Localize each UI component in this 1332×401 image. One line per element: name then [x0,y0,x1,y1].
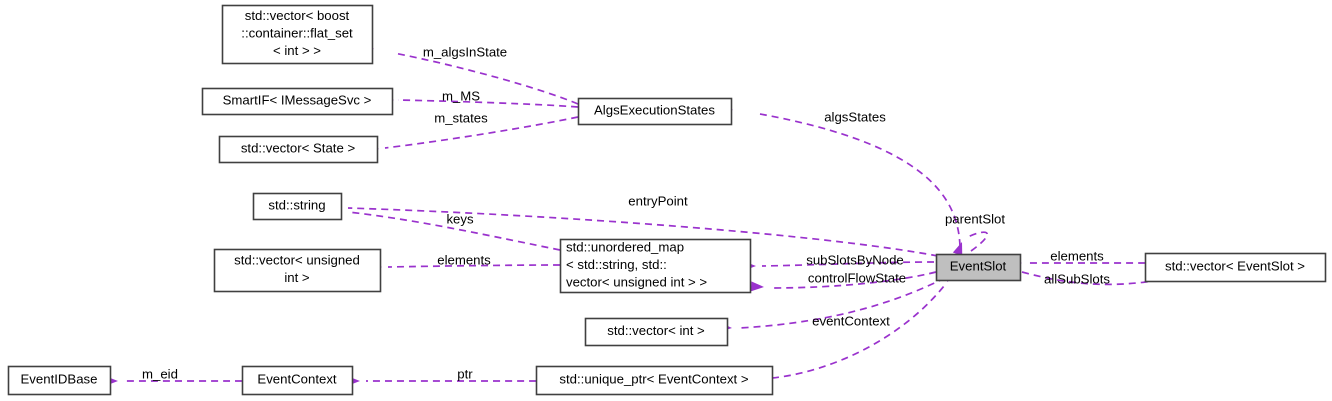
node-box[interactable] [201,87,394,116]
node-label-line: std::unordered_map [566,239,684,254]
node-box[interactable] [221,4,374,65]
node-event_id_base[interactable]: EventIDBase [7,365,112,396]
edge-line [397,99,579,108]
edge-label-m_MS: m_MS [442,88,480,103]
node-label-line: std::vector< int > [607,323,705,338]
edge-line [759,113,961,247]
edge-label-keys: keys [446,211,474,226]
node-box[interactable] [584,317,729,347]
edge-line [965,231,988,252]
node-label-line: std::vector< boost [245,8,350,23]
node-label-line: std::vector< State > [241,140,356,155]
edge-ptr [347,376,536,386]
edge-line [1021,271,1161,286]
edge-line [771,285,945,379]
edge-label-entryPoint: entryPoint [628,193,688,208]
edge-line [387,264,561,268]
edge-line [761,261,935,267]
edge-label-algsStates: algsStates [824,109,886,124]
edge-label-elements_left: elements [437,252,491,267]
node-algs_execution_states[interactable]: AlgsExecutionStates [577,97,733,126]
node-label-line: < int > > [273,43,321,58]
edge-label-elements_right: elements [1050,248,1104,263]
edge-label-m_eid: m_eid [142,366,178,381]
node-vector_int[interactable]: std::vector< int > [584,317,729,347]
node-label-line: ::container::flat_set [241,25,353,40]
node-event_context[interactable]: EventContext [241,365,354,396]
node-label-line: AlgsExecutionStates [594,102,715,117]
edge-label-m_algsInState: m_algsInState [423,44,507,59]
node-event_slot[interactable]: EventSlot [935,253,1022,282]
node-box[interactable] [213,248,382,293]
edge-line [393,52,579,105]
arrowhead-icon [952,242,963,256]
node-label-line: EventContext [257,371,337,386]
node-label-line: std::vector< unsigned [234,253,360,268]
node-box[interactable] [935,253,1022,282]
node-label-line: SmartIF< IMessageSvc > [223,92,372,107]
node-label-line: std::vector< EventSlot > [1165,258,1305,273]
node-smartif_imessagesvc[interactable]: SmartIF< IMessageSvc > [201,87,394,116]
node-box[interactable] [559,238,752,294]
edge-labels-layer: m_algsInState m_MS m_states algsStates entry… [142,44,1110,381]
edge-line [769,271,937,289]
node-label-line: vector< unsigned int > > [566,274,707,289]
node-box[interactable] [535,365,774,396]
node-label-line: std::string [268,197,325,212]
node-vector_state[interactable]: std::vector< State > [218,135,379,164]
node-label-line: < std::string, std:: [566,257,667,272]
edge-line [739,277,946,329]
edge-label-allSubSlots: allSubSlots [1044,271,1110,286]
node-label-line: std::unique_ptr< EventContext > [559,371,748,386]
edge-label-controlFlowState: controlFlowState [808,270,906,285]
edge-label-m_states: m_states [434,110,488,125]
node-label-line: EventSlot [950,258,1007,273]
edge-parentSlot [952,231,988,256]
node-label-line: int > [284,270,310,285]
edge-controlFlowState [750,271,937,292]
edge-line [384,116,579,149]
node-box[interactable] [577,97,733,126]
edge-label-ptr: ptr [457,366,473,381]
node-box[interactable] [7,365,112,396]
node-vector_event_slot[interactable]: std::vector< EventSlot > [1144,252,1327,283]
edge-label-eventContext: eventContext [812,313,890,328]
node-box[interactable] [241,365,354,396]
node-box[interactable] [252,192,343,221]
node-std_string[interactable]: std::string [252,192,343,221]
node-box[interactable] [1144,252,1327,283]
node-vector_flat_set[interactable]: std::vector< boost::container::flat_set<… [221,4,374,65]
node-label-line: EventIDBase [21,371,98,386]
edge-label-parentSlot: parentSlot [945,211,1005,226]
edge-label-subSlotsByNode: subSlotsByNode [806,252,904,267]
nodes-layer: std::vector< boost::container::flat_set<… [7,4,1327,396]
node-box[interactable] [218,135,379,164]
arrowhead-icon [750,281,764,292]
node-unique_ptr_event_context[interactable]: std::unique_ptr< EventContext > [535,365,774,396]
node-unordered_map[interactable]: std::unordered_map< std::string, std::ve… [559,238,752,294]
